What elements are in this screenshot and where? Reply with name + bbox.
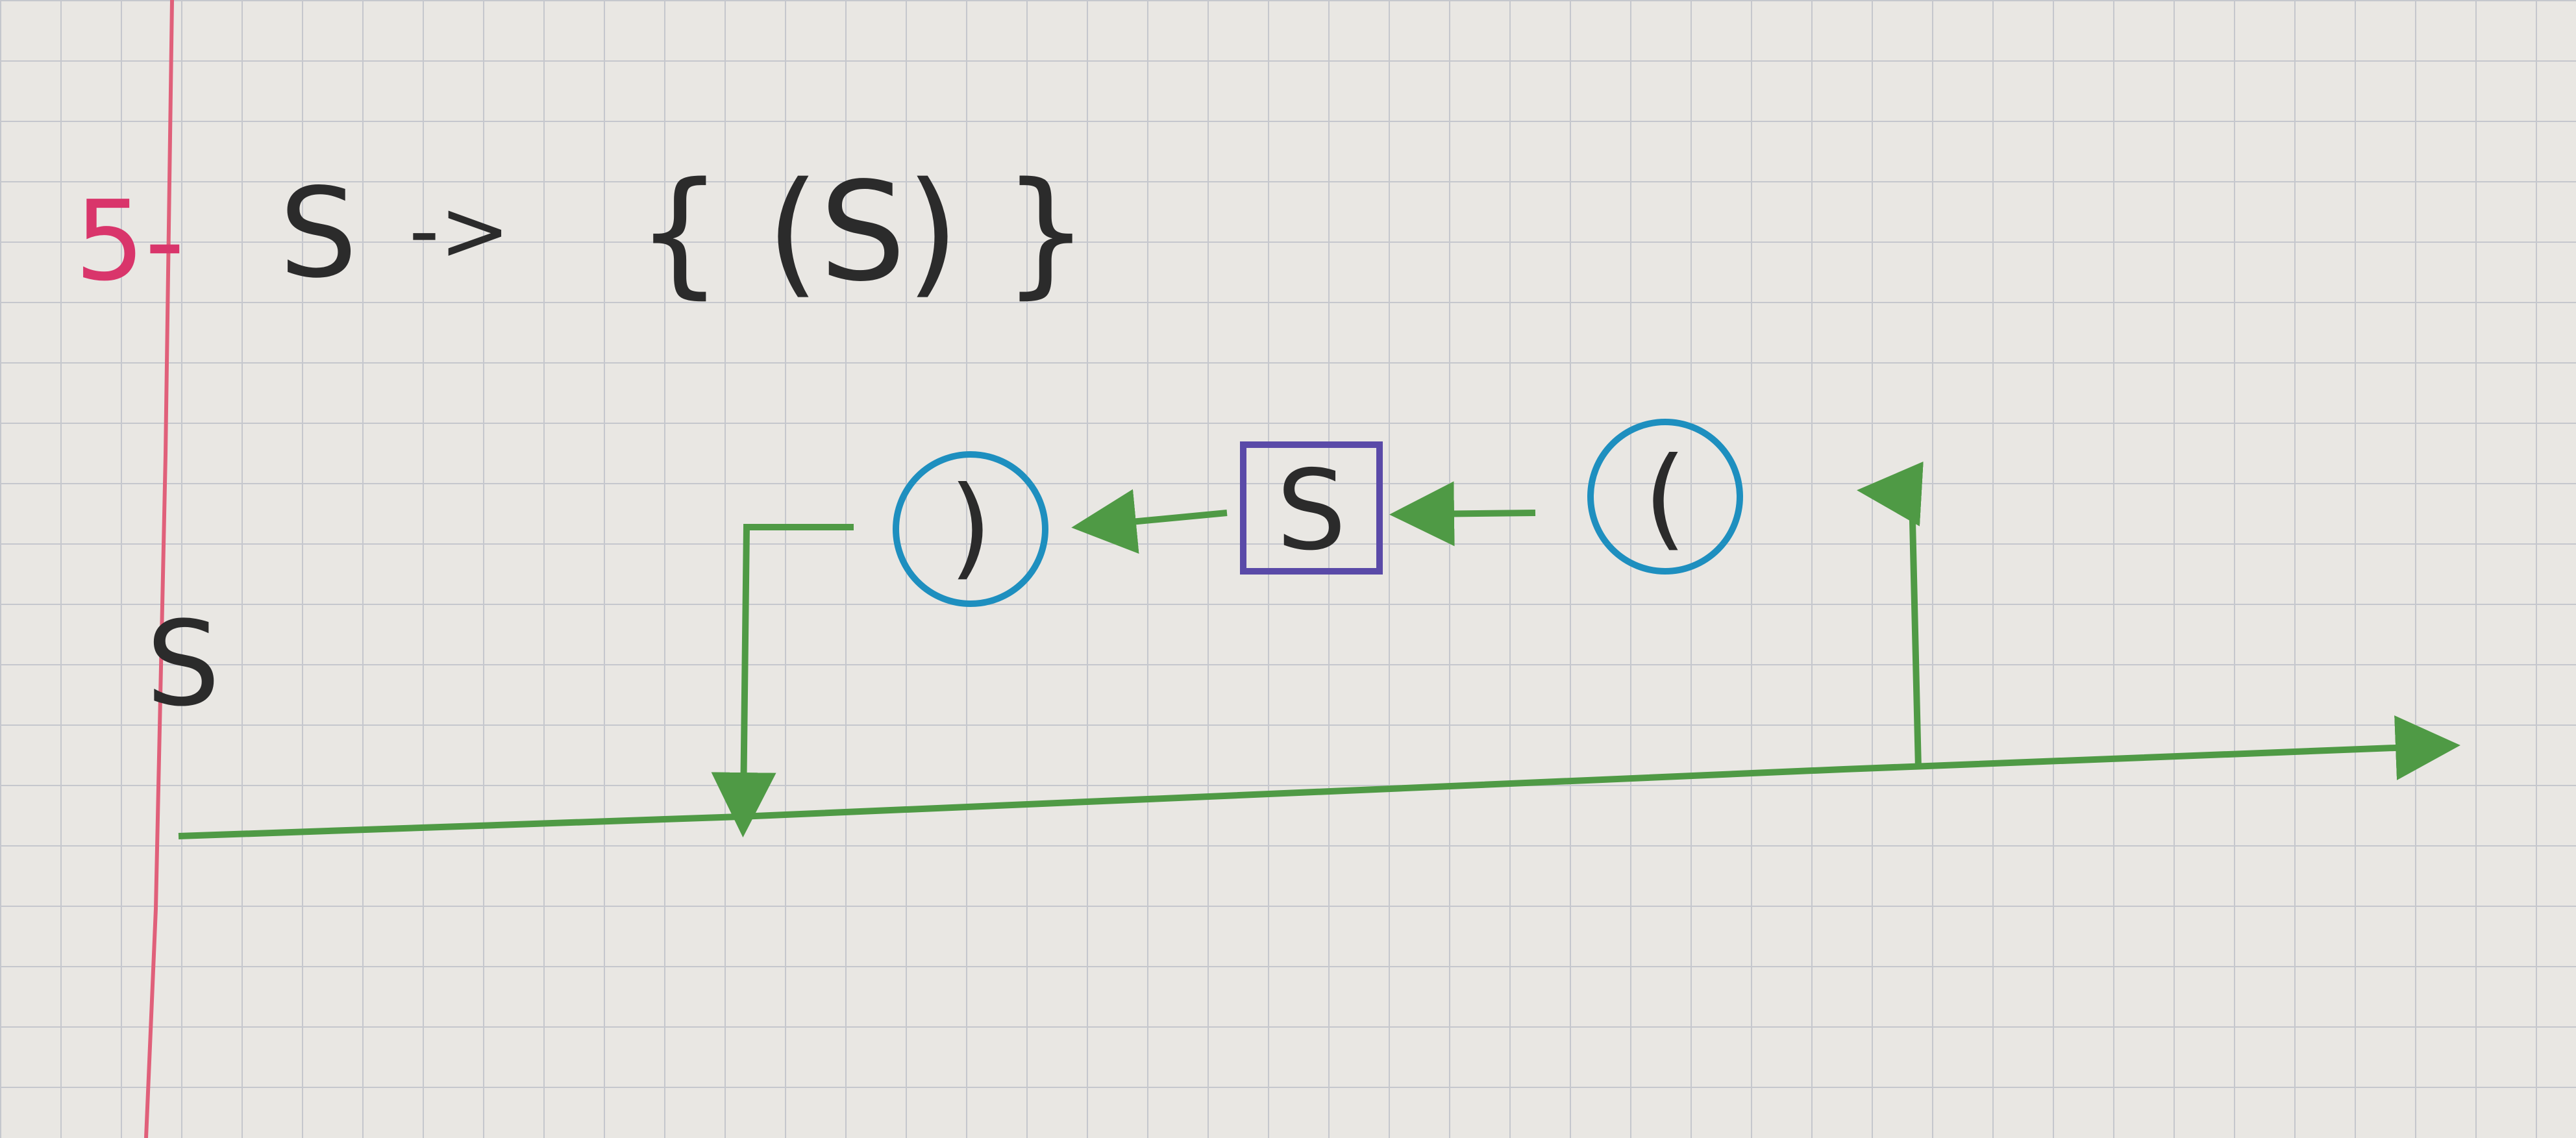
terminal-label: ( [1644,434,1687,562]
terminal-label: ) [949,463,992,591]
margin-line [144,0,174,1138]
edge-s-to-close-paren [1071,489,1228,554]
edge-open-paren-to-s [1389,481,1536,547]
terminal-close-paren: ) [893,451,1048,607]
nonterminal-s: S [1240,441,1383,575]
rule-lhs: S [279,162,358,305]
nonterminal-box [1240,441,1383,575]
loop-right-riser [1857,461,1924,770]
terminal-open-paren: ( [1587,419,1743,575]
exercise-number: 5- [75,177,185,306]
terminal-circle [1587,419,1743,575]
main-track [178,715,2460,839]
loop-left-descender [711,524,854,837]
rule-arrow: -> [409,181,510,280]
nonterminal-label: S [1276,447,1346,575]
terminal-circle [893,451,1048,607]
rule-rhs: { (S) } [636,153,1089,312]
start-symbol-label: S [146,597,220,732]
